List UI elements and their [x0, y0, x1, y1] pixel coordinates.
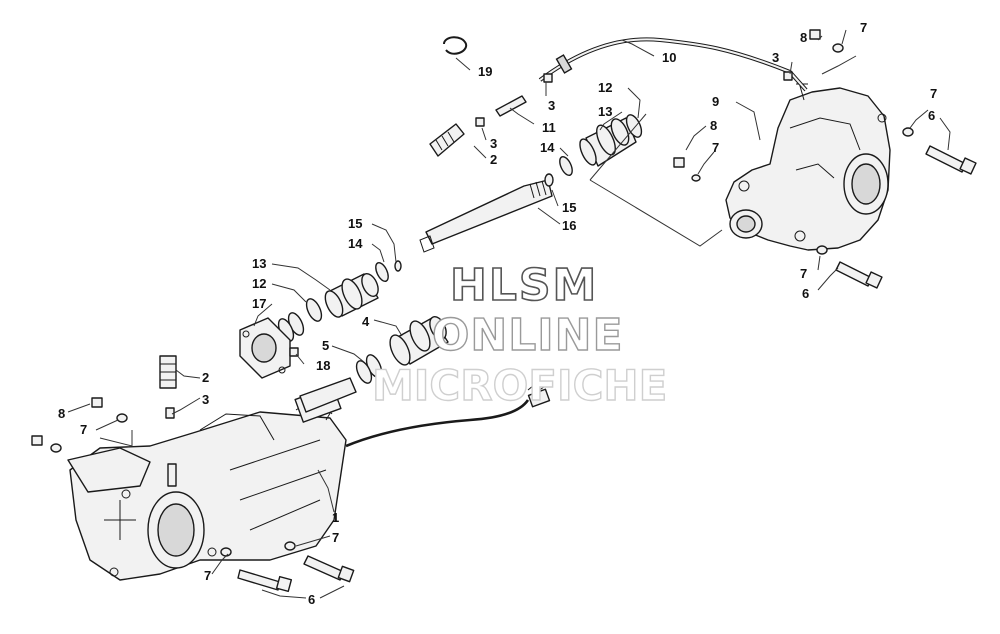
callout-7: 7 — [204, 568, 211, 583]
watermark-line-3: MICROFICHE — [372, 361, 667, 410]
callout-13: 13 — [252, 256, 266, 271]
bolt-lower-right[interactable] — [835, 261, 883, 289]
callout-8: 8 — [58, 406, 65, 421]
callout-1: 1 — [332, 510, 339, 525]
shift-boot-upper[interactable] — [429, 123, 465, 157]
callout-15: 15 — [348, 216, 362, 231]
callout-4: 4 — [362, 314, 370, 329]
callout-7: 7 — [800, 266, 807, 281]
bolt-upper-right[interactable] — [925, 145, 977, 175]
callout-14: 14 — [348, 236, 363, 251]
cv-boot-middle[interactable] — [322, 271, 382, 319]
callout-19: 19 — [478, 64, 492, 79]
clamp-rings[interactable] — [275, 113, 644, 386]
callout-10: 10 — [662, 50, 676, 65]
flange-plate[interactable] — [239, 317, 291, 379]
callout-7: 7 — [930, 86, 937, 101]
callout-12: 12 — [598, 80, 612, 95]
bolt-lower-b[interactable] — [303, 555, 355, 583]
callout-16: 16 — [562, 218, 576, 233]
callout-2: 2 — [202, 370, 209, 385]
callout-labels: 19 10 8 7 3 3 12 13 9 7 6 11 3 2 8 7 14 … — [58, 20, 937, 607]
callout-5: 5 — [322, 338, 329, 353]
callout-15: 15 — [562, 200, 576, 215]
rear-differential-housing[interactable] — [725, 83, 891, 251]
cv-boot-lower[interactable] — [386, 314, 449, 368]
washers[interactable] — [50, 43, 914, 557]
callout-18: 18 — [316, 358, 330, 373]
nuts[interactable] — [31, 29, 821, 446]
callout-6: 6 — [802, 286, 809, 301]
callout-14: 14 — [540, 140, 555, 155]
watermark: HLSM ONLINE MICROFICHE — [371, 259, 668, 411]
shift-boot-lower[interactable] — [159, 355, 177, 389]
callout-7: 7 — [712, 140, 719, 155]
callout-7: 7 — [80, 422, 87, 437]
callout-3: 3 — [772, 50, 779, 65]
callout-2: 2 — [490, 152, 497, 167]
watermark-line-1: HLSM — [450, 260, 598, 311]
callout-17: 17 — [252, 296, 266, 311]
shift-cable[interactable] — [538, 37, 808, 92]
callout-8: 8 — [800, 30, 807, 45]
callout-12: 12 — [252, 276, 266, 291]
callout-7: 7 — [332, 530, 339, 545]
callout-11: 11 — [542, 120, 556, 135]
callout-6: 6 — [928, 108, 935, 123]
snap-ring[interactable] — [443, 36, 468, 55]
callout-9: 9 — [712, 94, 719, 109]
callout-8: 8 — [710, 118, 717, 133]
front-gearcase-assembly[interactable] — [67, 377, 551, 581]
callout-6: 6 — [308, 592, 315, 607]
callout-3: 3 — [548, 98, 555, 113]
watermark-line-2: ONLINE — [432, 310, 624, 361]
callout-13: 13 — [598, 104, 612, 119]
callout-7: 7 — [860, 20, 867, 35]
bolt-lower-a[interactable] — [237, 569, 293, 593]
drive-shaft[interactable] — [419, 179, 553, 253]
shift-rod[interactable] — [495, 95, 527, 117]
callout-3: 3 — [202, 392, 209, 407]
callout-3: 3 — [490, 136, 497, 151]
cv-boot-upper[interactable] — [577, 116, 637, 167]
leader-lines — [67, 29, 951, 599]
